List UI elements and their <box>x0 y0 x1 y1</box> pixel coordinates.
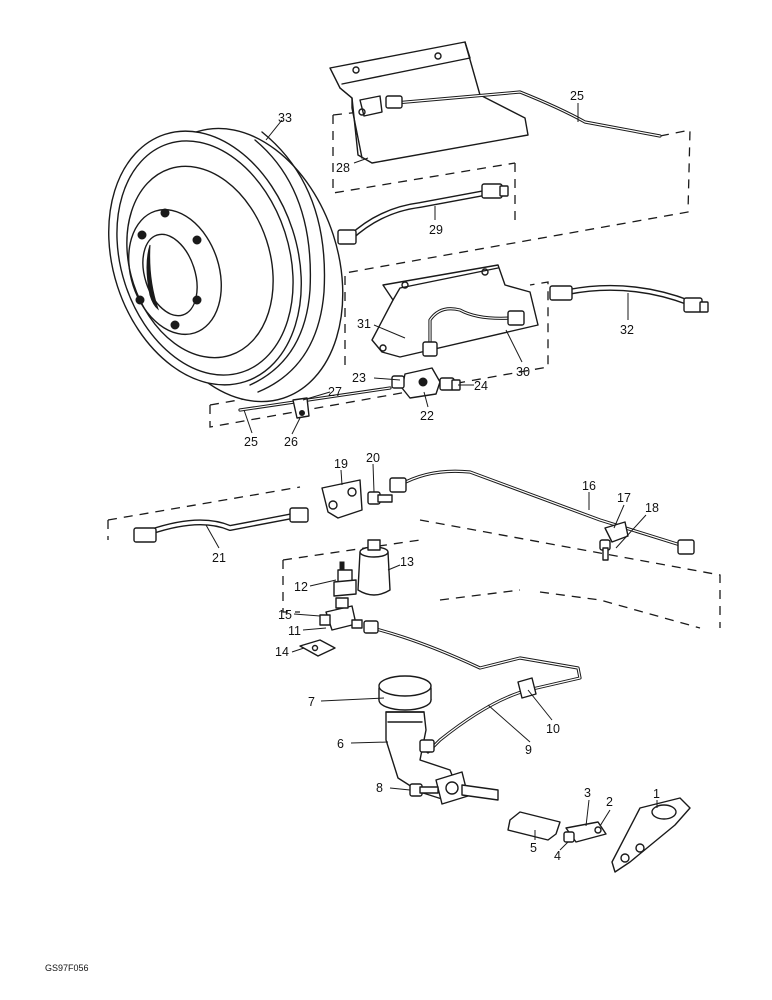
release-lever <box>611 797 691 873</box>
callout-20: 20 <box>366 451 380 465</box>
callout-21: 21 <box>212 551 226 565</box>
callout-1: 1 <box>653 787 660 801</box>
callout-31: 31 <box>357 317 371 331</box>
callout-25-second: 25 <box>244 435 258 449</box>
callout-25: 25 <box>570 89 584 103</box>
callout-10: 10 <box>546 722 560 736</box>
hydraulic-pipe <box>363 620 582 754</box>
callout-32: 32 <box>620 323 634 337</box>
callout-16: 16 <box>582 479 596 493</box>
long-brake-pipe <box>389 469 695 555</box>
lower-bracket <box>371 264 539 358</box>
master-cylinder <box>385 711 499 805</box>
callout-22: 22 <box>420 409 434 423</box>
callout-2: 2 <box>606 795 613 809</box>
callout-7: 7 <box>308 695 315 709</box>
dashed-group-boundaries <box>107 111 721 629</box>
bracket-brake-pipe <box>422 307 525 357</box>
callout-13: 13 <box>400 555 414 569</box>
tee-connector <box>319 597 363 631</box>
callout-6: 6 <box>337 737 344 751</box>
three-way-union <box>391 367 461 399</box>
pressure-switch <box>333 561 357 597</box>
callout-5: 5 <box>530 841 537 855</box>
callout-26: 26 <box>284 435 298 449</box>
callout-17: 17 <box>617 491 631 505</box>
callout-29: 29 <box>429 223 443 237</box>
leader-lines <box>205 103 658 851</box>
pipe-clip-lower <box>599 521 629 561</box>
callout-4: 4 <box>554 849 561 863</box>
callout-3: 3 <box>584 786 591 800</box>
callout-8: 8 <box>376 781 383 795</box>
reservoir-cap <box>378 675 432 711</box>
callout-15: 15 <box>278 608 292 622</box>
callout-30: 30 <box>516 365 530 379</box>
callout-23: 23 <box>352 371 366 385</box>
callout-27: 27 <box>328 385 342 399</box>
upper-brake-pipe <box>385 90 662 138</box>
callout-24: 24 <box>474 379 488 393</box>
dust-boot <box>507 811 561 841</box>
clip-bracket-and-bolt <box>321 479 393 519</box>
reservoir-cap-small <box>357 539 391 596</box>
callout-18: 18 <box>645 501 659 515</box>
clevis-and-pin <box>563 821 607 843</box>
callout-12: 12 <box>294 580 308 594</box>
short-brake-pipe <box>238 386 392 419</box>
mounting-plate <box>299 639 336 657</box>
callout-9: 9 <box>525 743 532 757</box>
callout-14: 14 <box>275 645 289 659</box>
brake-drum <box>108 127 344 403</box>
flexible-hose-right <box>549 284 709 313</box>
callout-labels: 1 2 3 4 5 6 7 8 9 10 11 12 13 14 15 16 1… <box>212 89 660 863</box>
callout-19: 19 <box>334 457 348 471</box>
callout-11: 11 <box>288 624 301 638</box>
callout-33: 33 <box>278 111 292 125</box>
upper-bracket <box>329 41 529 164</box>
mounting-bolt <box>409 783 439 797</box>
flexible-hose-upper <box>337 183 509 245</box>
flexible-hose-left <box>133 507 309 543</box>
callout-28: 28 <box>336 161 350 175</box>
figure-code: GS97F056 <box>45 963 89 973</box>
